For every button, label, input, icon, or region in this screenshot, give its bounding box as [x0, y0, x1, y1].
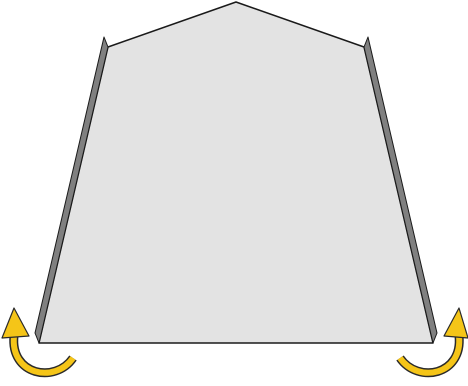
right-arrow-head [444, 308, 468, 338]
panel-body [39, 2, 433, 343]
left-arrow-head [2, 308, 29, 338]
